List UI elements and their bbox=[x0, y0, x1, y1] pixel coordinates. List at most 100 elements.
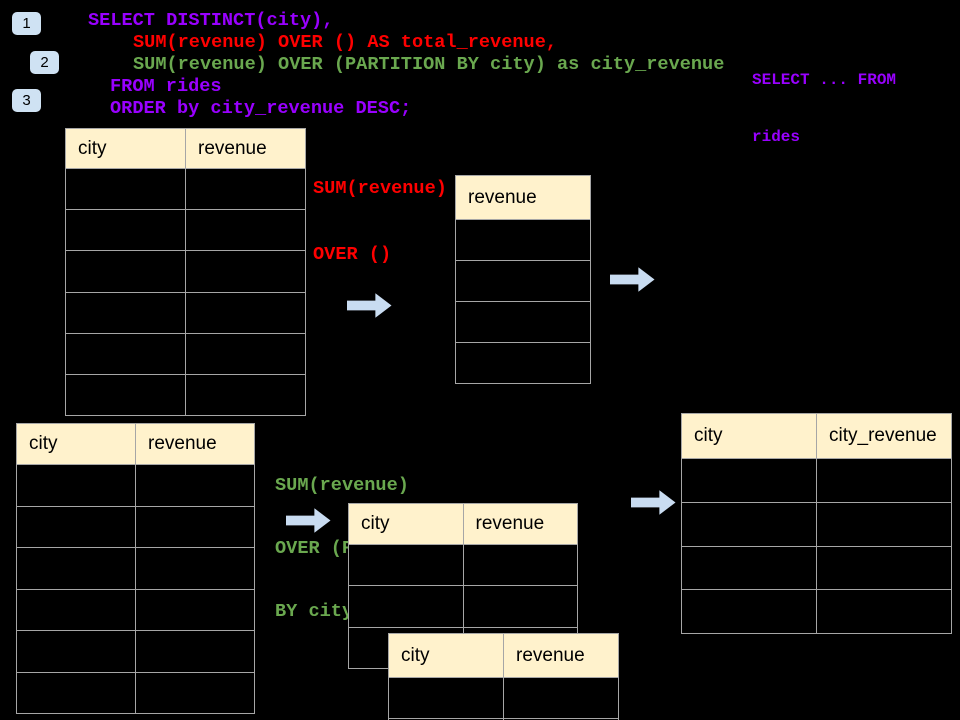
table-row bbox=[389, 717, 618, 720]
column-header: city bbox=[29, 433, 58, 454]
table-header-row: city revenue bbox=[389, 634, 618, 677]
table-cell bbox=[185, 210, 305, 251]
table-row bbox=[66, 168, 305, 210]
column-header: city bbox=[361, 513, 390, 534]
table-cell bbox=[816, 590, 951, 633]
column-header: city bbox=[401, 644, 430, 666]
table-cell bbox=[17, 631, 135, 672]
table-partition-front: city revenue bbox=[388, 633, 619, 720]
table-cell bbox=[135, 672, 254, 713]
table-cell bbox=[17, 465, 135, 506]
table-row bbox=[66, 332, 305, 374]
column-header: city bbox=[694, 425, 723, 446]
table-cell bbox=[456, 302, 590, 342]
table-cell bbox=[185, 292, 305, 333]
column-header: revenue bbox=[503, 634, 618, 677]
table-cell bbox=[462, 545, 578, 586]
sql-line-order-by: ORDER by city_revenue DESC; bbox=[110, 98, 412, 119]
step-badge-3: 3 bbox=[12, 89, 41, 112]
table-cell bbox=[17, 673, 135, 714]
table-cell bbox=[349, 545, 463, 585]
sql-line-city-revenue: SUM(revenue) OVER (PARTITION BY city) as… bbox=[133, 54, 725, 75]
table-cell bbox=[185, 251, 305, 292]
arrow-right-icon bbox=[347, 292, 392, 319]
table-cell bbox=[682, 459, 816, 502]
table-row bbox=[456, 342, 590, 383]
table-cell bbox=[389, 678, 503, 718]
table-cell bbox=[66, 375, 185, 415]
table-row bbox=[17, 671, 254, 714]
table-row bbox=[389, 677, 618, 718]
table-row bbox=[66, 209, 305, 251]
table-cell bbox=[185, 333, 305, 374]
table-cell bbox=[135, 506, 254, 547]
table-row bbox=[682, 501, 951, 546]
table-cell bbox=[462, 586, 578, 627]
table-cell bbox=[682, 590, 816, 633]
table-cell bbox=[816, 502, 951, 546]
column-header: revenue bbox=[185, 129, 305, 168]
table-row bbox=[17, 630, 254, 672]
table-cell bbox=[816, 546, 951, 590]
table-row bbox=[682, 458, 951, 502]
table-row bbox=[456, 301, 590, 342]
column-header: revenue bbox=[135, 424, 254, 464]
select-from-note: SELECT ... FROM rides bbox=[752, 33, 896, 185]
table-header-row: city revenue bbox=[66, 129, 305, 168]
table-row bbox=[349, 585, 578, 627]
column-header: city bbox=[78, 137, 107, 159]
table-cell bbox=[135, 548, 254, 589]
table-total-revenue: revenue bbox=[455, 175, 591, 384]
table-cell bbox=[135, 589, 254, 630]
annotation-over-total: SUM(revenue) OVER () bbox=[313, 134, 447, 310]
table-cell bbox=[66, 210, 185, 250]
table-rides-source-top: city revenue bbox=[65, 128, 306, 416]
table-cell bbox=[185, 169, 305, 210]
table-rides-source-bottom: city revenue bbox=[16, 423, 255, 714]
table-row bbox=[66, 291, 305, 333]
step-badge-1: 1 bbox=[12, 12, 41, 35]
table-cell bbox=[456, 261, 590, 301]
table-row bbox=[17, 505, 254, 548]
table-header-row: city revenue bbox=[17, 424, 254, 464]
select-from-note-line1: SELECT ... FROM bbox=[752, 71, 897, 89]
table-cell bbox=[456, 220, 590, 260]
table-cell bbox=[17, 590, 135, 631]
table-row bbox=[66, 373, 305, 416]
table-city-revenue: city city_revenue bbox=[681, 413, 952, 634]
table-cell bbox=[17, 507, 135, 548]
table-row bbox=[66, 250, 305, 292]
arrow-right-icon bbox=[610, 266, 655, 293]
table-header-row: city revenue bbox=[349, 504, 577, 544]
table-cell bbox=[17, 548, 135, 589]
table-cell bbox=[66, 334, 185, 374]
table-row bbox=[17, 547, 254, 589]
table-row bbox=[682, 545, 951, 590]
sql-line-select: SELECT DISTINCT(city), bbox=[88, 10, 334, 31]
table-row bbox=[456, 260, 590, 301]
table-cell bbox=[349, 586, 463, 626]
table-cell bbox=[816, 459, 951, 502]
sql-line-from: FROM rides bbox=[110, 76, 222, 97]
arrow-right-icon bbox=[286, 507, 331, 534]
table-cell bbox=[185, 374, 305, 416]
table-row bbox=[682, 589, 951, 633]
table-row bbox=[349, 544, 578, 586]
table-cell bbox=[682, 547, 816, 590]
column-header: city_revenue bbox=[816, 414, 951, 458]
column-header: revenue bbox=[468, 186, 537, 208]
select-from-note-line2: rides bbox=[752, 128, 801, 146]
table-cell bbox=[66, 251, 185, 291]
table-cell bbox=[66, 169, 185, 209]
table-row bbox=[17, 464, 254, 506]
table-header-row: city city_revenue bbox=[682, 414, 951, 458]
annotation-over-partition-line1: SUM(revenue) bbox=[275, 475, 409, 496]
column-header: revenue bbox=[462, 504, 578, 544]
arrow-right-icon bbox=[631, 489, 676, 516]
table-cell bbox=[135, 465, 254, 506]
table-cell bbox=[66, 293, 185, 333]
table-cell bbox=[503, 718, 618, 720]
step-badge-2: 2 bbox=[30, 51, 59, 74]
table-cell bbox=[503, 678, 618, 718]
